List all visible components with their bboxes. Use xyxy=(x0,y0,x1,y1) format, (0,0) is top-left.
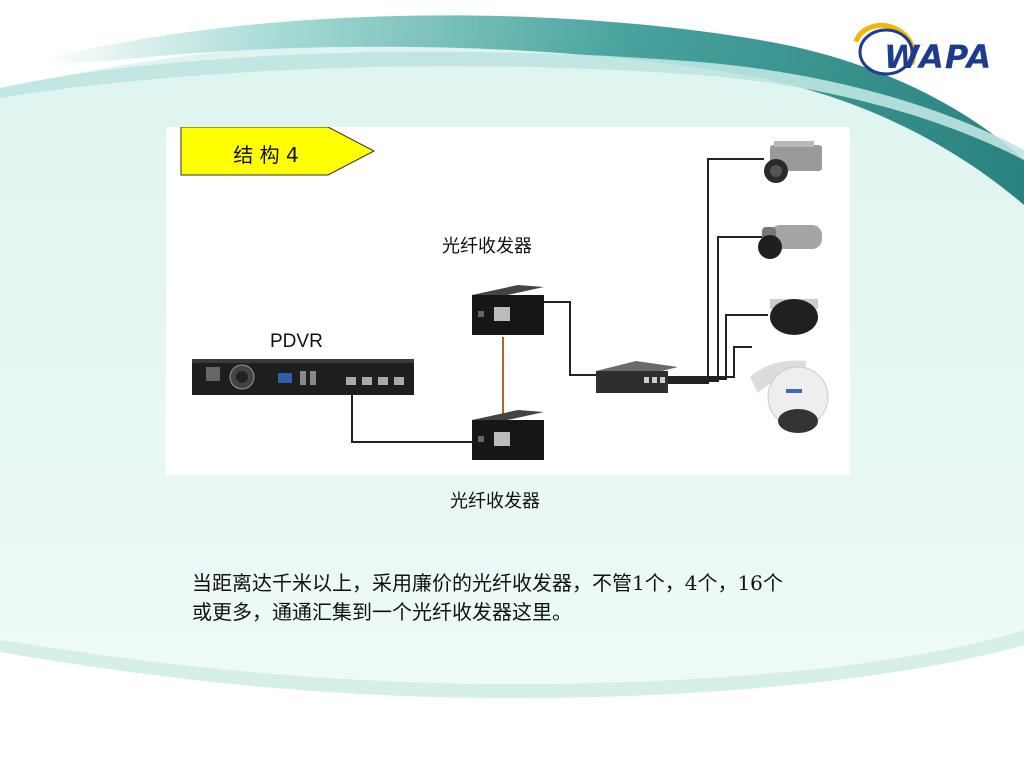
camera-box-icon xyxy=(764,141,822,183)
body-line-2: 或更多，通通汇集到一个光纤收发器这里。 xyxy=(192,600,572,624)
transceiver-icon xyxy=(472,285,544,335)
body-line-1: 当距离达千米以上，采用廉价的光纤收发器，不管1个，4个，16个 xyxy=(192,571,783,595)
tag-arrow xyxy=(180,127,376,176)
camera-ptz-icon xyxy=(750,360,829,433)
camera-bullet-icon xyxy=(758,225,822,259)
body-text: 当距离达千米以上，采用廉价的光纤收发器，不管1个，4个，16个 或更多，通通汇集… xyxy=(192,569,952,627)
logo-text: WAPA xyxy=(884,38,993,76)
tag-label: 结 构 4 xyxy=(233,143,299,167)
dvr-label: PDVR xyxy=(270,331,323,352)
transceiver-icon-lower xyxy=(472,410,544,460)
wapa-logo: WAPA xyxy=(846,14,1012,84)
copper-cables xyxy=(351,158,768,443)
camera-dome-icon xyxy=(770,299,818,335)
dvr-icon xyxy=(192,359,414,395)
caption-bottom: 光纤收发器 xyxy=(450,491,540,512)
caption-top: 光纤收发器 xyxy=(442,236,532,257)
switch-icon xyxy=(596,361,678,393)
diagram-panel: PDVR xyxy=(166,127,850,475)
